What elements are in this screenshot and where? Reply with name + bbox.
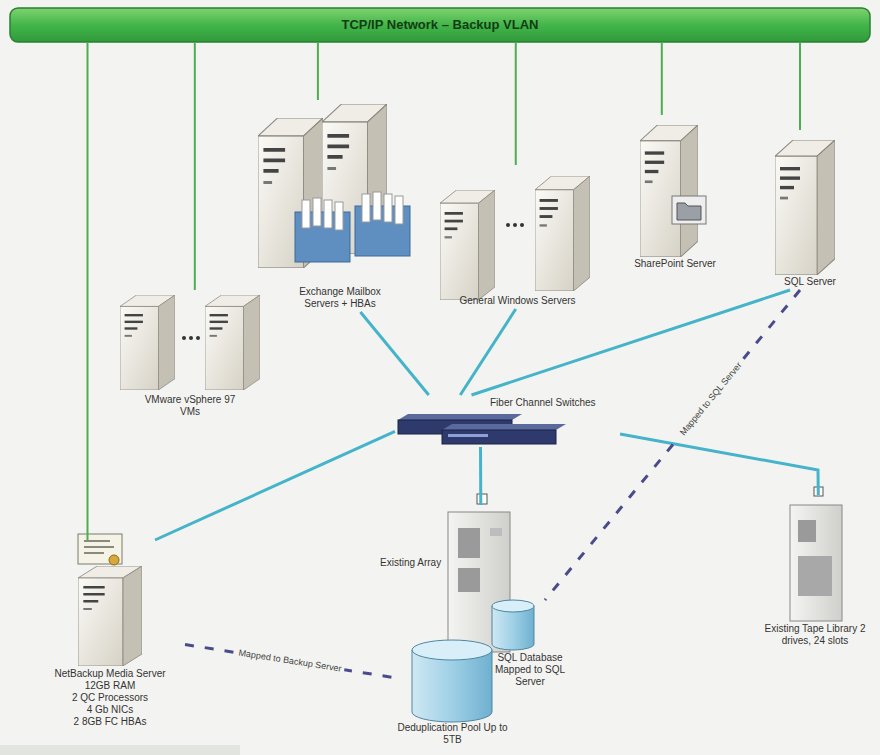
network-drop — [194, 42, 196, 290]
database-cylinder — [492, 600, 534, 650]
fc-switches — [398, 414, 566, 444]
node-text-group: SharePoint Server — [620, 115, 730, 270]
fibre-link — [620, 434, 818, 495]
node-label: SharePoint Server — [625, 258, 725, 270]
node-text-group: Existing Array — [380, 557, 442, 569]
node-text-group: SQL Database Mapped to SQL Server — [480, 600, 580, 688]
node-label: Fiber Channel Switches — [490, 397, 620, 409]
fibre-link — [360, 312, 428, 395]
tape-library-node: Existing Tape Library 2 drives, 24 slots — [760, 495, 870, 649]
node-label: TCP/IP Network – Backup VLAN — [342, 17, 539, 33]
server-node: SharePoint Server — [620, 115, 730, 272]
server-group: Exchange Mailbox Servers + HBAs — [255, 100, 425, 312]
sharepoint-server — [640, 125, 706, 257]
switch-node: Fiber Channel Switches — [395, 395, 620, 447]
node-detail: 2 8GB FC HBAs — [40, 716, 180, 728]
edge-label: Mapped to Backup Server — [235, 647, 345, 675]
network-drop — [799, 42, 801, 130]
toolbar-strip — [0, 745, 240, 755]
network-drop — [515, 42, 517, 165]
node-label: VMware vSphere 97 VMs — [140, 394, 240, 418]
edge-label: Mapped to SQL Server — [676, 357, 746, 439]
network-drop — [661, 42, 663, 115]
node-label: General Windows Servers — [438, 295, 598, 307]
node-detail: 2 QC Processors — [40, 692, 180, 704]
node-label: Existing Array — [380, 557, 442, 569]
media-server-node: NetBackup Media Server12GB RAM2 QC Proce… — [35, 540, 185, 730]
server-group: VMware vSphere 97 VMs — [110, 290, 270, 420]
exchange-servers — [258, 104, 410, 268]
node-detail: 12GB RAM — [40, 680, 180, 692]
network-drop — [87, 42, 89, 540]
array-node: Existing Array — [380, 505, 520, 655]
node-text-group: Exchange Mailbox Servers + HBAs — [255, 100, 425, 310]
database-node: SQL Database Mapped to SQL Server — [480, 600, 580, 690]
node-label: NetBackup Media Server — [40, 668, 180, 680]
network-drop — [317, 42, 319, 100]
media-server — [78, 534, 142, 666]
node-label: SQL Database Mapped to SQL Server — [482, 652, 578, 688]
mapping-line — [185, 645, 395, 678]
node-label: SQL Server — [765, 276, 855, 288]
network-bus: TCP/IP Network – Backup VLAN — [10, 8, 870, 42]
dedup-cylinder — [412, 640, 492, 722]
node-text-group: TCP/IP Network – Backup VLAN — [10, 8, 870, 42]
node-detail: 4 Gb NICs — [40, 704, 180, 716]
node-label: Deduplication Pool Up to 5TB — [397, 722, 509, 746]
server-group: General Windows Servers — [430, 165, 605, 309]
node-text-group: General Windows Servers — [430, 165, 605, 307]
node-text-group: Deduplication Pool Up to 5TB — [395, 640, 510, 746]
node-text-group: VMware vSphere 97 VMs — [110, 290, 270, 418]
windows-servers — [440, 176, 590, 300]
node-text-group: SQL Server — [760, 130, 860, 288]
node-text-group: Fiber Channel Switches — [395, 395, 620, 409]
vmware-hosts — [120, 295, 260, 390]
server-node: SQL Server — [760, 130, 860, 290]
node-label: Exchange Mailbox Servers + HBAs — [284, 286, 396, 310]
node-text-group: NetBackup Media Server12GB RAM2 QC Proce… — [35, 540, 185, 728]
fibre-link — [155, 431, 395, 540]
tape-library — [790, 487, 842, 621]
storage-pool-node: Deduplication Pool Up to 5TB — [395, 640, 510, 748]
node-label: Existing Tape Library 2 drives, 24 slots — [760, 623, 870, 647]
mapping-line — [545, 290, 800, 600]
fibre-link — [479, 447, 482, 505]
network-bar — [10, 8, 870, 42]
node-text-group: Existing Tape Library 2 drives, 24 slots — [760, 495, 870, 647]
sql-server — [775, 140, 835, 275]
